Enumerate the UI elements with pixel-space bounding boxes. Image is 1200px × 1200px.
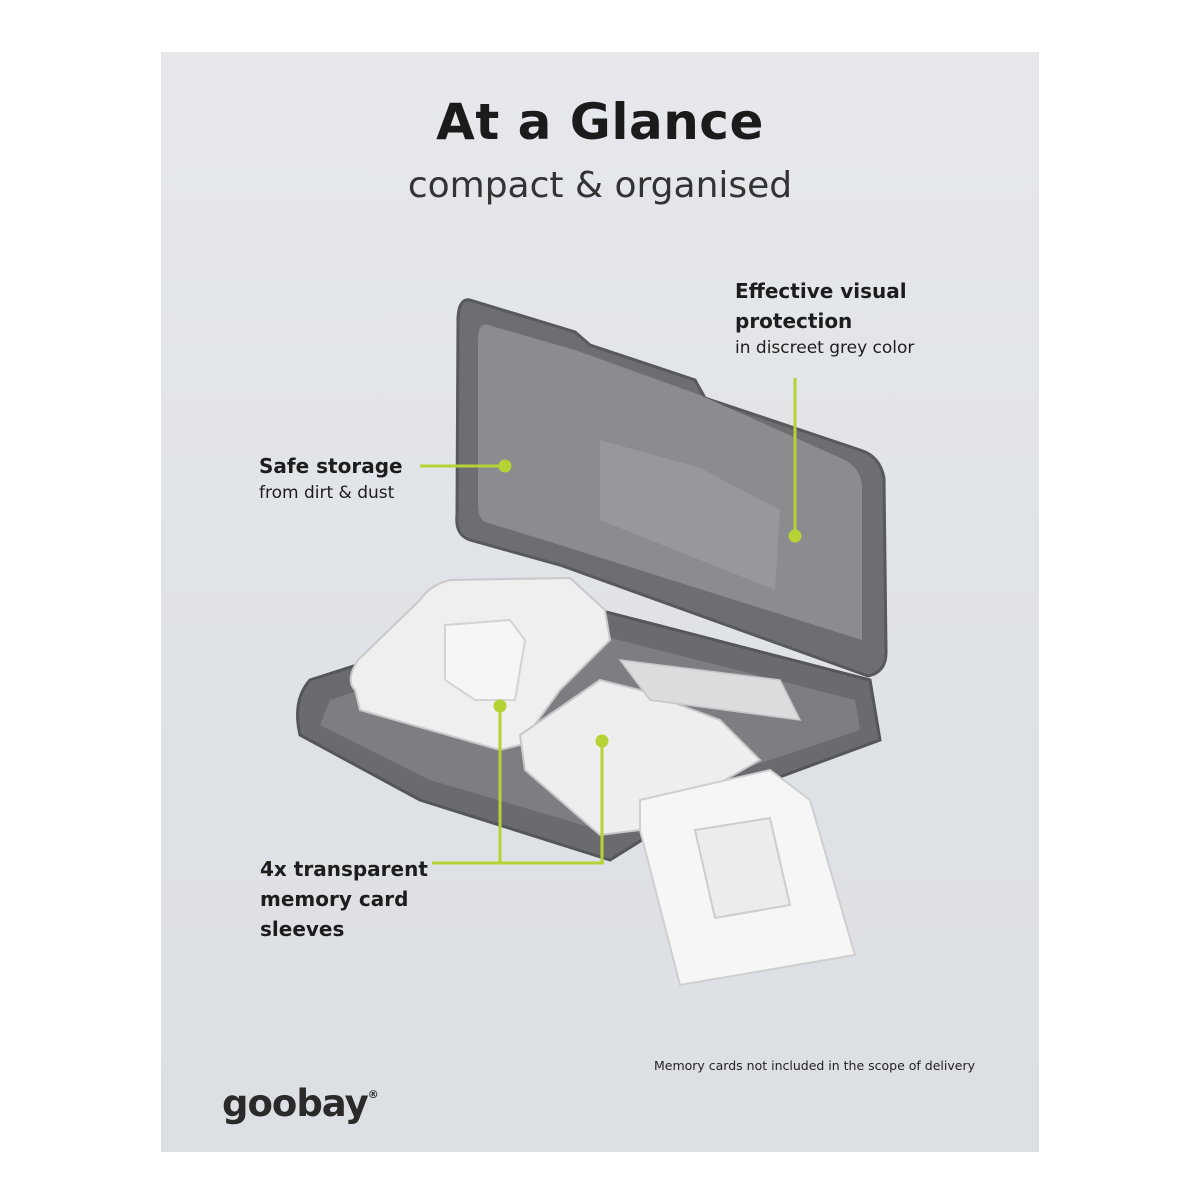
callout-protection-title-2: protection (735, 309, 853, 333)
case-lid (455, 298, 888, 678)
callout-sleeves-line-3: sleeves (260, 917, 345, 941)
page-subtitle: compact & organised (407, 165, 793, 206)
callout-protection-title-1: Effective visual (735, 279, 907, 303)
callout-leader-lines (420, 378, 802, 865)
card-sleeve-left (349, 576, 612, 752)
background-panel (161, 52, 1039, 1152)
callout-storage: Safe storage from dirt & dust (259, 451, 403, 505)
callout-storage-title: Safe storage (259, 454, 403, 478)
logo-text: goobay (222, 1082, 369, 1125)
delivery-disclaimer: Memory cards not included in the scope o… (653, 1058, 975, 1073)
goobay-logo: goobay® (222, 1082, 379, 1125)
page-title: At a Glance (436, 93, 764, 151)
logo-registered-mark: ® (367, 1088, 379, 1101)
card-sleeve-front (639, 768, 857, 987)
callout-sleeves-line-1: 4x transparent (260, 857, 428, 881)
callout-storage-detail: from dirt & dust (259, 483, 395, 503)
callout-sleeves: 4x transparent memory card sleeves (260, 854, 428, 944)
card-sleeve-middle (518, 659, 802, 837)
callout-sleeves-line-2: memory card (260, 887, 409, 911)
callout-protection-detail: in discreet grey color (735, 338, 915, 358)
callout-protection: Effective visual protection in discreet … (735, 276, 914, 360)
